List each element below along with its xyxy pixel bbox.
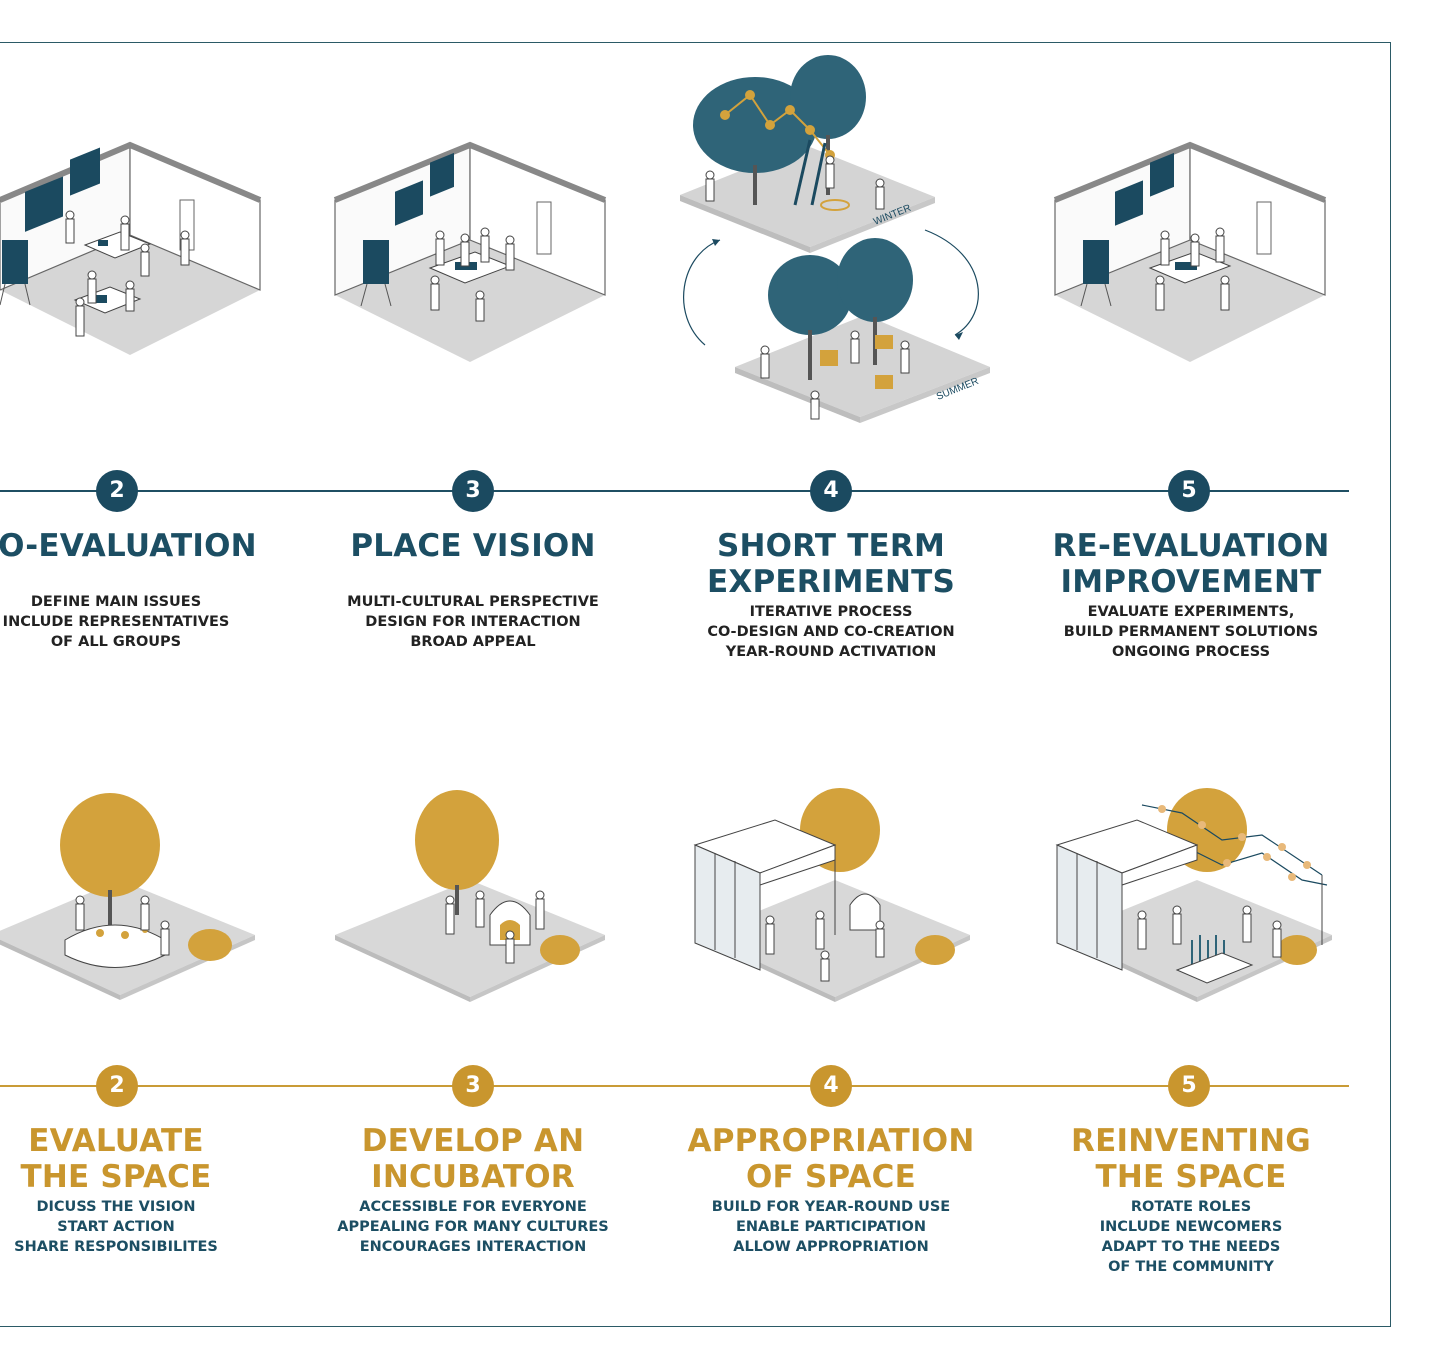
step-title: THE SPACE (1095, 1159, 1287, 1195)
step-reinventing-the-space: REINVENTING THE SPACE ROTATE ROLES INCLU… (1011, 1123, 1371, 1277)
step-description-line: EVALUATE EXPERIMENTS, (1087, 604, 1295, 620)
step-number-badge: 3 (452, 1065, 494, 1107)
diagram-frame (0, 42, 1391, 1327)
step-description-line: SHARE RESPONSIBILITES (14, 1239, 218, 1255)
step-title: RE-EVALUATION (1052, 528, 1330, 564)
step-description-line: YEAR-ROUND ACTIVATION (725, 644, 937, 660)
step-number-badge: 5 (1168, 470, 1210, 512)
step-description-line: INCLUDE REPRESENTATIVES (2, 614, 230, 630)
step-title: THE SPACE (20, 1159, 212, 1195)
step-description-line: ACCESSIBLE FOR EVERYONE (359, 1199, 587, 1215)
plaza-illustration-appropriation (693, 788, 970, 1002)
seasonal-experiments-illustration: WINTER SUMMER (680, 55, 990, 423)
step-description-line: CO-DESIGN AND CO-CREATION (707, 624, 955, 640)
room-illustration-co-evaluation (0, 141, 262, 355)
step-description-line: ROTATE ROLES (1130, 1199, 1252, 1215)
step-number-badge: 2 (96, 1065, 138, 1107)
step-title: CO-EVALUATION (0, 528, 257, 564)
room-illustration-place-vision (333, 141, 607, 362)
step-description-line: MULTI-CULTURAL PERSPECTIVE (347, 594, 599, 610)
step-description-line: ADAPT TO THE NEEDS (1101, 1239, 1281, 1255)
timeline-line-bottom (0, 1085, 1349, 1087)
step-title: INCUBATOR (371, 1159, 575, 1195)
step-number-badge: 3 (452, 470, 494, 512)
step-description-line: OF THE COMMUNITY (1108, 1259, 1274, 1275)
step-description-line: ALLOW APPROPRIATION (733, 1239, 929, 1255)
plaza-illustration-evaluate (0, 793, 255, 1000)
step-develop-an-incubator: DEVELOP AN INCUBATOR ACCESSIBLE FOR EVER… (293, 1123, 653, 1257)
step-number-badge: 5 (1168, 1065, 1210, 1107)
step-description-line: ENCOURAGES INTERACTION (359, 1239, 587, 1255)
step-description-line: BROAD APPEAL (410, 634, 536, 650)
step-title: OF SPACE (745, 1159, 917, 1195)
step-place-vision: PLACE VISION MULTI-CULTURAL PERSPECTIVE … (293, 528, 653, 652)
step-description-line: DEFINE MAIN ISSUES (30, 594, 202, 610)
step-appropriation-of-space: APPROPRIATION OF SPACE BUILD FOR YEAR-RO… (651, 1123, 1011, 1257)
step-title: DEVELOP AN (361, 1123, 585, 1159)
timeline-line-top (0, 490, 1349, 492)
step-description-line: START ACTION (57, 1219, 175, 1235)
room-illustration-re-evaluation (1053, 141, 1327, 362)
step-description-line: ITERATIVE PROCESS (749, 604, 913, 620)
step-description-line: APPEALING FOR MANY CULTURES (337, 1219, 609, 1235)
plaza-illustration-incubator (335, 790, 605, 1002)
step-description-line: INCLUDE NEWCOMERS (1099, 1219, 1283, 1235)
step-description-line: BUILD FOR YEAR-ROUND USE (711, 1199, 951, 1215)
step-description-line: DESIGN FOR INTERACTION (365, 614, 581, 630)
plaza-illustration-reinventing (1055, 788, 1332, 1002)
step-title: PLACE VISION (350, 528, 596, 564)
step-title: REINVENTING (1071, 1123, 1311, 1159)
step-description-line: DICUSS THE VISION (36, 1199, 196, 1215)
step-evaluate-the-space: EVALUATE THE SPACE DICUSS THE VISION STA… (0, 1123, 296, 1257)
step-number-badge: 2 (96, 470, 138, 512)
step-re-evaluation: RE-EVALUATION IMPROVEMENT EVALUATE EXPER… (1011, 528, 1371, 662)
step-title: IMPROVEMENT (1060, 564, 1322, 600)
step-co-evaluation: CO-EVALUATION DEFINE MAIN ISSUES INCLUDE… (0, 528, 296, 652)
step-description-line: OF ALL GROUPS (50, 634, 182, 650)
step-title: EXPERIMENTS (706, 564, 956, 600)
step-short-term-experiments: SHORT TERM EXPERIMENTS ITERATIVE PROCESS… (651, 528, 1011, 662)
step-description-line: ONGOING PROCESS (1111, 644, 1271, 660)
step-number-badge: 4 (810, 1065, 852, 1107)
step-title: EVALUATE (28, 1123, 204, 1159)
step-title: APPROPRIATION (687, 1123, 975, 1159)
step-description-line: ENABLE PARTICIPATION (735, 1219, 926, 1235)
step-description-line: BUILD PERMANENT SOLUTIONS (1063, 624, 1319, 640)
step-number-badge: 4 (810, 470, 852, 512)
step-title: SHORT TERM (716, 528, 946, 564)
